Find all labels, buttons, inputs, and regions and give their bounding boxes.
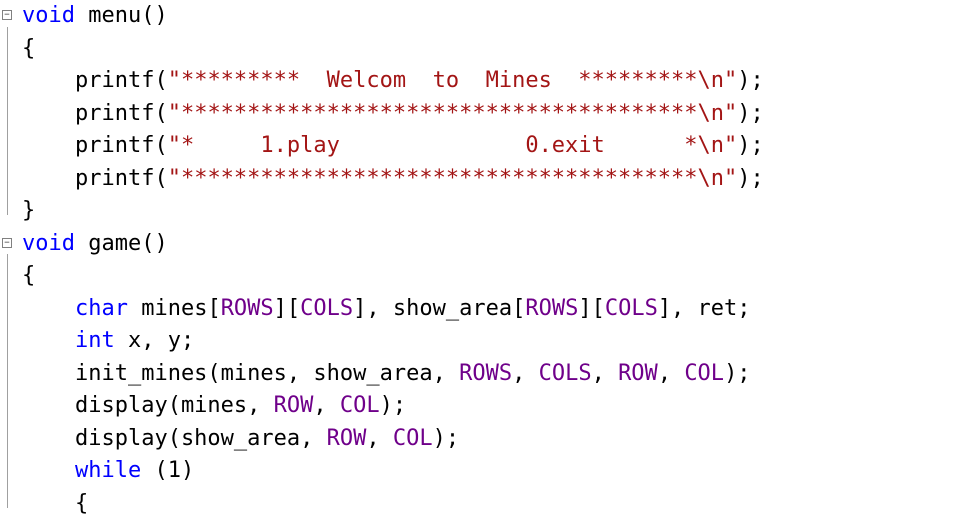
code-token: ROW	[273, 393, 314, 418]
code-token: ,	[313, 393, 340, 418]
fold-toggle-icon[interactable]: −	[2, 10, 12, 20]
code-token: printf(	[22, 68, 168, 93]
code-token	[22, 328, 75, 353]
code-token: ROW	[618, 360, 658, 386]
fold-toggle-icon[interactable]: −	[2, 237, 12, 248]
code-token: ROWS	[220, 295, 274, 321]
code-text: {	[22, 260, 35, 292]
code-token: int	[74, 328, 115, 353]
code-token: game()	[74, 230, 168, 256]
code-token: );	[724, 360, 751, 386]
code-text: printf("********* Welcom to Mines ******…	[22, 65, 764, 97]
code-token: ,	[512, 360, 539, 386]
code-token: printf(	[22, 165, 168, 191]
code-token: menu()	[74, 3, 168, 28]
code-text: {	[22, 488, 88, 520]
code-token	[22, 296, 75, 321]
code-token: display(mines,	[22, 393, 274, 418]
code-token: COL	[392, 425, 433, 451]
code-token: {	[22, 35, 36, 61]
code-text: while (1)	[22, 455, 194, 487]
code-token: (1)	[141, 458, 195, 483]
code-token: ,	[591, 360, 619, 386]
code-token: ROWS	[525, 295, 579, 321]
code-token: "* 1.play 0.exit *\n"	[167, 133, 738, 158]
code-token: COL	[339, 393, 380, 418]
code-text: int x, y;	[22, 325, 194, 357]
code-token: ], show_area[	[353, 295, 526, 321]
code-token: ], ret;	[657, 295, 751, 321]
code-token: );	[737, 100, 764, 126]
code-token: "***************************************…	[167, 165, 738, 191]
code-token: {	[22, 263, 36, 288]
code-token: );	[432, 425, 460, 451]
code-token: );	[379, 393, 407, 418]
code-text: printf("********************************…	[22, 98, 764, 130]
fold-guide-line	[7, 254, 8, 508]
code-token: void	[22, 3, 75, 28]
code-token	[22, 458, 75, 483]
code-token: COLS	[300, 295, 354, 321]
code-text: void menu()	[22, 0, 168, 32]
code-token: char	[74, 295, 128, 321]
code-token: COLS	[538, 360, 592, 386]
fold-guide-line	[7, 26, 8, 215]
code-token: }	[22, 198, 36, 223]
code-text: {	[22, 33, 35, 65]
code-token: );	[737, 165, 764, 191]
code-text: }	[22, 195, 35, 227]
code-token: {	[22, 490, 89, 516]
code-token: "***************************************…	[167, 100, 738, 126]
code-token: ROW	[326, 425, 367, 451]
code-text: display(mines, ROW, COL);	[22, 390, 406, 422]
code-token: COLS	[604, 295, 658, 321]
code-token: while	[74, 458, 142, 483]
code-token: ][	[273, 295, 301, 321]
code-token: ][	[578, 295, 605, 321]
code-token: );	[737, 68, 764, 93]
code-token: x, y;	[114, 328, 195, 353]
code-text: init_mines(mines, show_area, ROWS, COLS,…	[22, 358, 751, 390]
code-token: display(show_area,	[22, 425, 327, 451]
code-token: mines[	[127, 295, 221, 321]
code-text: printf("* 1.play 0.exit *\n");	[22, 130, 764, 162]
code-text: printf("********************************…	[22, 163, 764, 195]
code-token: init_mines(mines, show_area,	[22, 360, 460, 386]
code-token: ROWS	[459, 360, 513, 386]
code-token: "********* Welcom to Mines *********\n"	[167, 68, 738, 93]
code-token: COL	[684, 360, 725, 386]
code-text: display(show_area, ROW, COL);	[22, 423, 459, 455]
code-text: char mines[ROWS][COLS], show_area[ROWS][…	[22, 293, 751, 325]
code-token: printf(	[22, 133, 168, 158]
code-token: ,	[657, 360, 685, 386]
code-token: printf(	[22, 100, 168, 126]
code-token: );	[737, 133, 764, 158]
code-token: void	[22, 230, 75, 256]
code-text: void game()	[22, 228, 168, 260]
code-token: ,	[366, 425, 393, 451]
